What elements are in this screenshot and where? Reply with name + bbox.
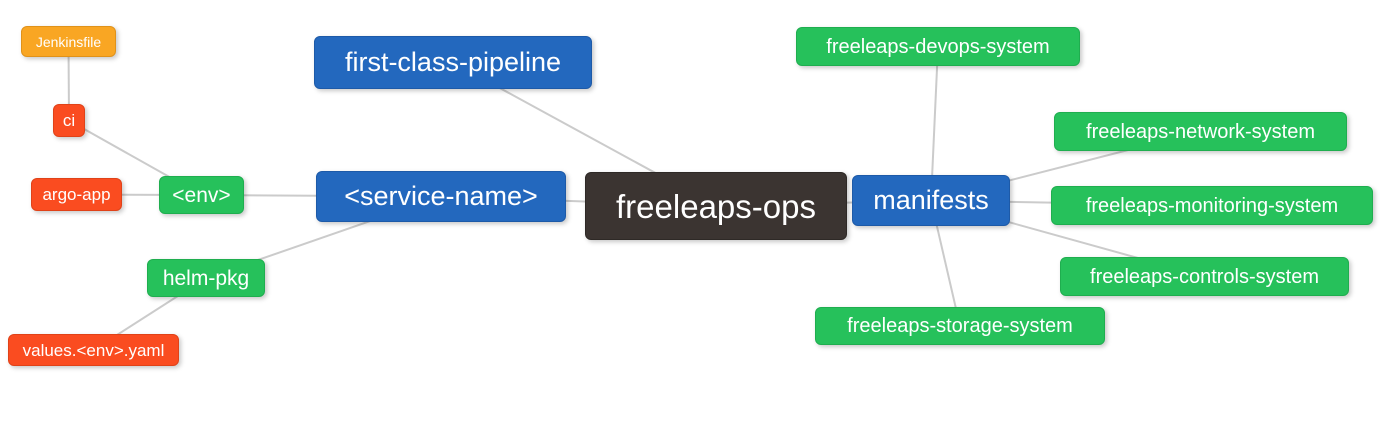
node-freeleaps-ops[interactable]: freeleaps-ops [585, 172, 847, 240]
node-label: freeleaps-ops [616, 187, 816, 225]
node-ci[interactable]: ci [53, 104, 85, 137]
node-values-env-yaml[interactable]: values.<env>.yaml [8, 334, 179, 366]
node-label: <env> [172, 183, 231, 207]
node-label: first-class-pipeline [344, 47, 562, 77]
node-freeleaps-network-system[interactable]: freeleaps-network-system [1054, 112, 1347, 151]
edge-manifests--freeleaps-devops-system [930, 46, 939, 201]
node-label: ci [62, 111, 76, 130]
node-helm-pkg[interactable]: helm-pkg [147, 259, 265, 297]
node-argo-app[interactable]: argo-app [31, 178, 122, 211]
node-jenkinsfile[interactable]: Jenkinsfile [21, 26, 116, 57]
node-freeleaps-storage-system[interactable]: freeleaps-storage-system [815, 307, 1105, 345]
node-label: freeleaps-storage-system [847, 315, 1073, 337]
node-service-name[interactable]: <service-name> [316, 171, 566, 222]
node-label: freeleaps-monitoring-system [1085, 194, 1339, 217]
node-label: freeleaps-devops-system [826, 35, 1050, 58]
node-label: helm-pkg [162, 266, 250, 290]
node-label: Jenkinsfile [35, 33, 102, 50]
node-label: <service-name> [344, 181, 538, 211]
node-env[interactable]: <env> [159, 176, 244, 214]
node-manifests[interactable]: manifests [852, 175, 1010, 226]
node-freeleaps-monitoring-system[interactable]: freeleaps-monitoring-system [1051, 186, 1373, 225]
node-label: values.<env>.yaml [22, 340, 165, 360]
node-label: freeleaps-controls-system [1090, 265, 1319, 288]
node-first-class-pipeline[interactable]: first-class-pipeline [314, 36, 592, 89]
node-freeleaps-devops-system[interactable]: freeleaps-devops-system [796, 27, 1080, 66]
node-label: argo-app [42, 185, 111, 204]
node-label: freeleaps-network-system [1086, 120, 1315, 143]
node-label: manifests [873, 185, 989, 215]
node-freeleaps-controls-system[interactable]: freeleaps-controls-system [1060, 257, 1349, 296]
